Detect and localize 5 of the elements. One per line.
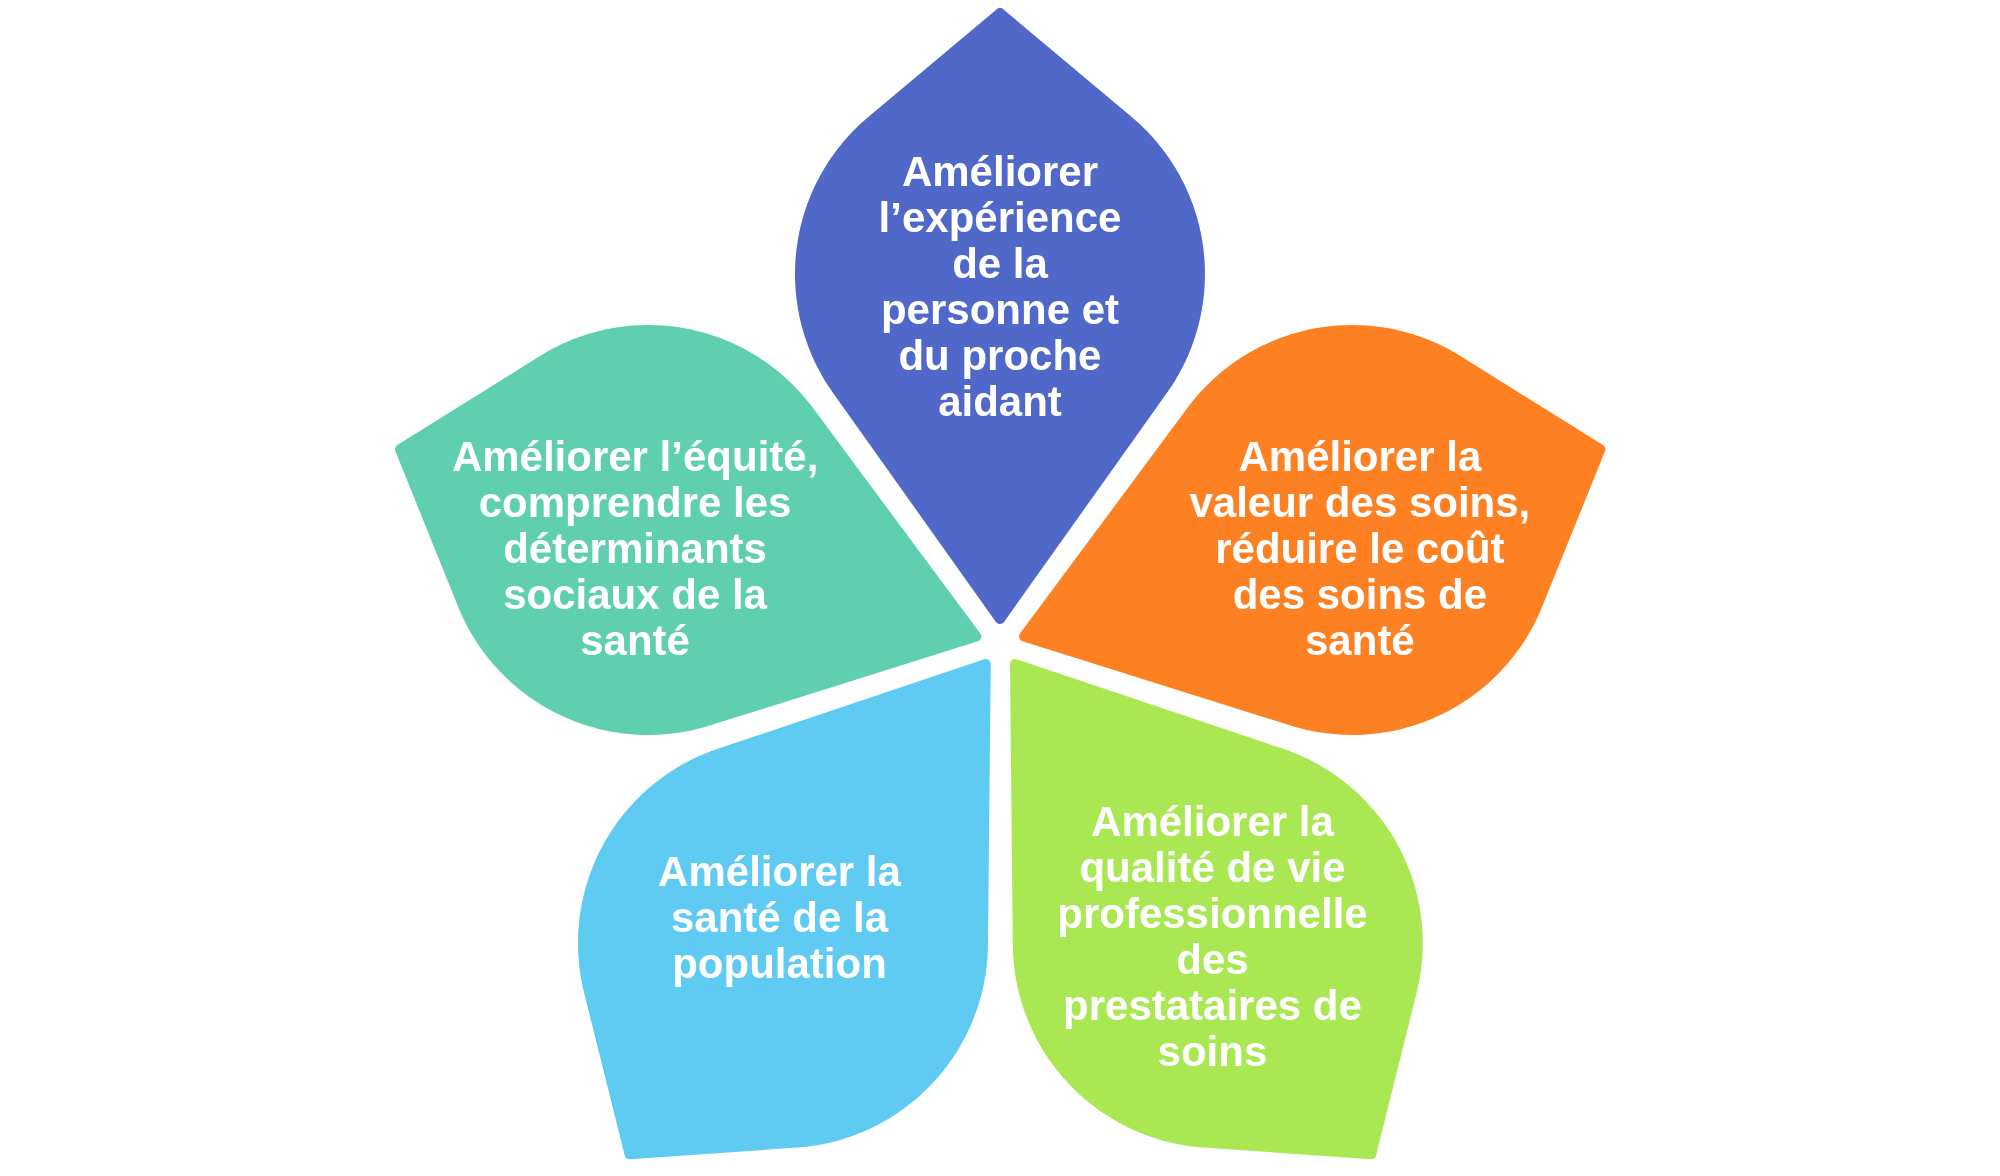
- petal-label: Améliorer l’équité, comprendre les déterminants sociaux de la santé: [451, 432, 819, 664]
- petal-label: Améliorer la qualité de vie professionnelle des prestataires de soins: [1057, 798, 1368, 1076]
- petal-label: Améliorer la santé de la population: [658, 848, 901, 988]
- petal-label: Améliorer l’expérience de la personne et du proche aidant: [878, 148, 1122, 425]
- petal-label: Améliorer la valeur des soins, réduire le coût des soins de santé: [1189, 432, 1531, 664]
